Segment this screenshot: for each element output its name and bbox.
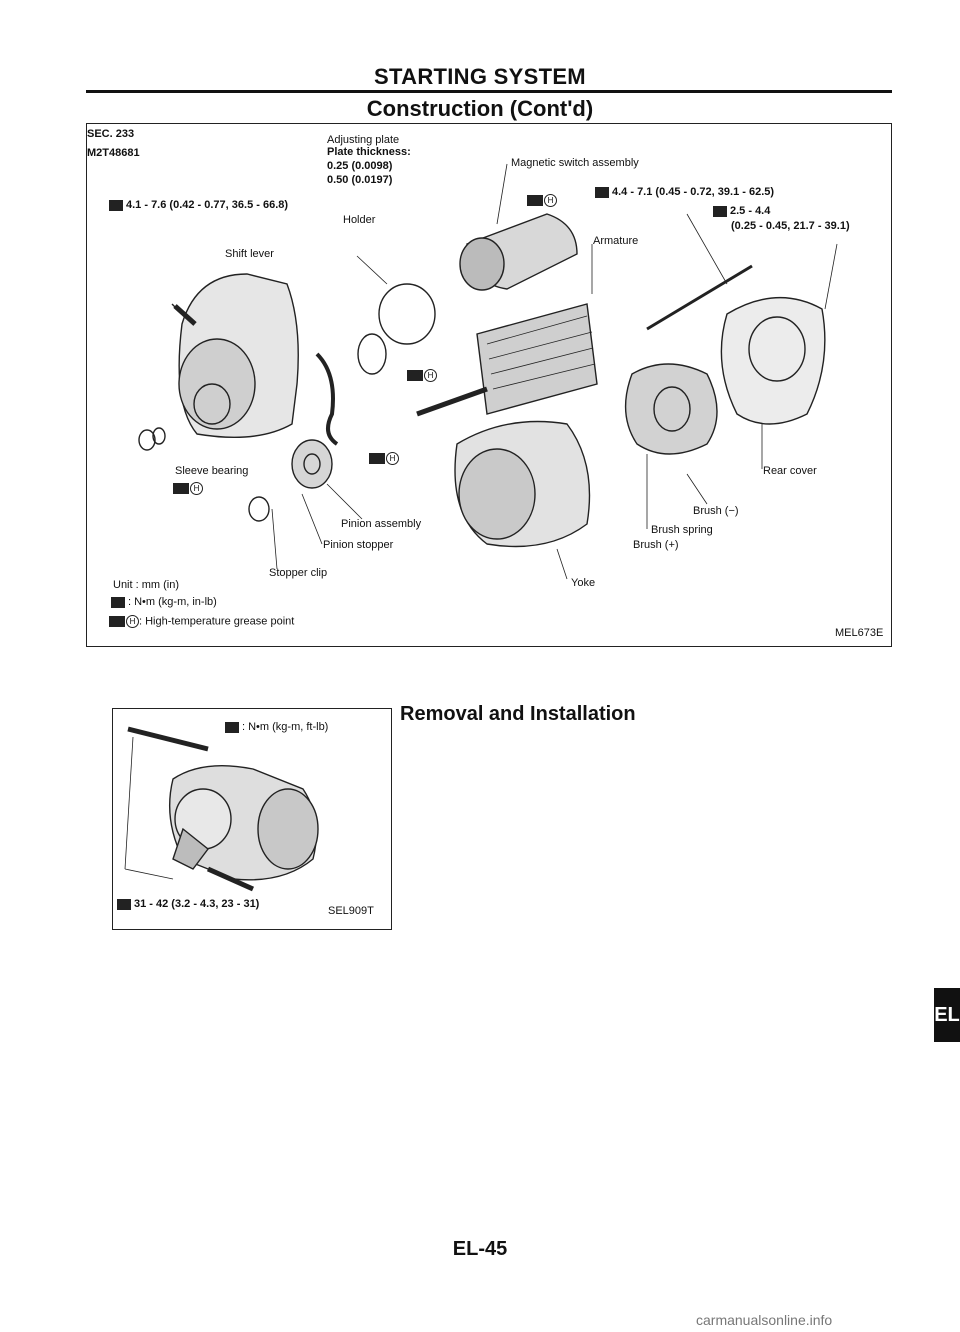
mount-legend: : N•m (kg-m, ft-lb) xyxy=(225,721,328,734)
section-subtitle: Construction (Cont'd) xyxy=(366,96,594,121)
torque-switch-label: 4.4 - 7.1 (0.45 - 0.72, 39.1 - 62.5) xyxy=(595,186,774,199)
starter-mounting-diagram: : N•m (kg-m, ft-lb) 31 - 42 (3.2 - 4.3, … xyxy=(112,708,392,930)
torque-bolt-detail: (0.25 - 0.45, 21.7 - 39.1) xyxy=(731,220,850,232)
plate-thickness-value-2: 0.50 (0.0197) xyxy=(327,174,393,186)
stopper-clip-label: Stopper clip xyxy=(269,567,328,579)
magnetic-switch-label: Magnetic switch assembly xyxy=(511,157,639,169)
plate-thickness-value-1: 0.25 (0.0098) xyxy=(327,160,393,172)
grease-icon xyxy=(407,370,423,381)
watermark: carmanualsonline.info xyxy=(696,1312,833,1328)
title-rule xyxy=(86,90,892,93)
brush-positive-label: Brush (+) xyxy=(633,539,679,551)
pinion-assembly-label: Pinion assembly xyxy=(341,518,422,530)
legend-grease: H: High-temperature grease point xyxy=(109,615,294,628)
torque-front-label: 4.1 - 7.6 (0.42 - 0.77, 36.5 - 66.8) xyxy=(109,199,288,212)
grease-icon xyxy=(527,195,543,206)
mount-torque: 31 - 42 (3.2 - 4.3, 23 - 31) xyxy=(117,898,259,911)
grease-point-marker: H xyxy=(369,452,399,465)
holder-label: Holder xyxy=(343,214,376,226)
torque-wrench-icon xyxy=(117,898,131,910)
starter-mounting-drawing xyxy=(124,726,319,892)
grease-point-marker: H xyxy=(527,194,557,207)
grease-point-marker: H xyxy=(173,482,203,495)
figure-code: SEL909T xyxy=(328,905,374,917)
starter-exploded-drawing xyxy=(138,163,838,580)
unit-note: Unit : mm (in) xyxy=(113,579,179,591)
figure-code: MEL673E xyxy=(835,627,884,639)
page-number: EL-45 xyxy=(452,1238,508,1260)
brush-spring-label: Brush spring xyxy=(651,524,713,536)
torque-bolt-label: 2.5 - 4.4 xyxy=(713,205,770,218)
torque-wrench-icon xyxy=(111,596,125,608)
starter-exploded-diagram: SEC. 233 M2T48681 Adjusting plate Plate … xyxy=(86,123,892,647)
section-heading: Removal and Installation xyxy=(400,703,636,725)
shift-lever-label: Shift lever xyxy=(225,248,274,260)
rear-cover-label: Rear cover xyxy=(763,465,817,477)
grease-icon xyxy=(173,483,189,494)
chapter-tab: EL xyxy=(934,988,960,1042)
armature-label: Armature xyxy=(593,235,639,247)
adjusting-plate-label: Adjusting plate xyxy=(327,134,400,146)
legend-torque: : N•m (kg-m, in-lb) xyxy=(111,596,217,609)
yoke-label: Yoke xyxy=(571,577,596,589)
grease-point-marker: H xyxy=(407,369,437,382)
section-number: SEC. 233 xyxy=(87,128,135,140)
pinion-stopper-label: Pinion stopper xyxy=(323,539,394,551)
grease-icon xyxy=(109,616,125,627)
grease-icon xyxy=(369,453,385,464)
plate-thickness-label: Plate thickness: xyxy=(327,146,411,158)
torque-wrench-icon xyxy=(595,186,609,198)
torque-wrench-icon xyxy=(713,205,727,217)
section-title: STARTING SYSTEM xyxy=(374,64,586,89)
torque-wrench-icon xyxy=(225,721,239,733)
sleeve-bearing-label: Sleeve bearing xyxy=(175,465,249,477)
part-number: M2T48681 xyxy=(87,147,140,159)
brush-negative-label: Brush (−) xyxy=(693,505,739,517)
torque-wrench-icon xyxy=(109,199,123,211)
